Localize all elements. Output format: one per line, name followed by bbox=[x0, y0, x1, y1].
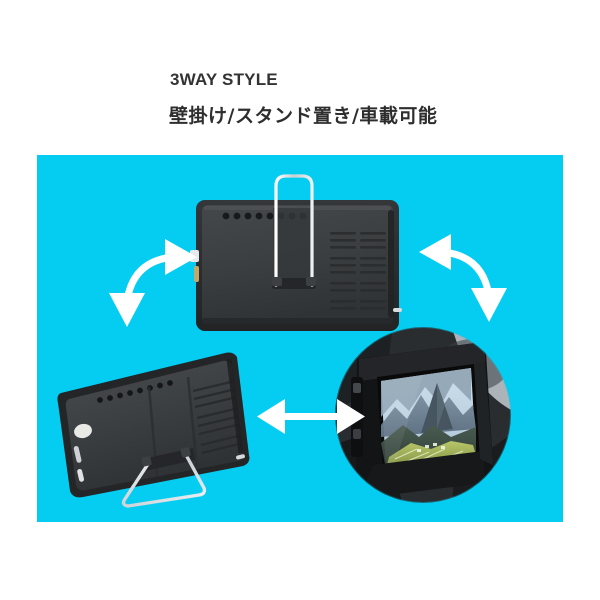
curved-arrow-left-icon bbox=[109, 239, 197, 327]
stand-hinge bbox=[272, 278, 316, 289]
port-slot-1 bbox=[73, 446, 82, 463]
vent-slats bbox=[330, 232, 386, 310]
horizontal-arrow-center-icon bbox=[257, 399, 365, 434]
wire-kickstand bbox=[274, 174, 314, 287]
feature-panel bbox=[37, 155, 563, 522]
speaker-holes bbox=[97, 380, 173, 403]
monitor-rear-body bbox=[65, 360, 244, 491]
wire-kickstand-deployed bbox=[121, 451, 207, 508]
product-top-monitor bbox=[190, 174, 402, 331]
page-title-jp: 壁掛け/スタンド置き/車載可能 bbox=[169, 105, 438, 127]
product-bottom-left-monitor bbox=[57, 352, 250, 508]
curved-arrow-right-icon bbox=[419, 234, 507, 322]
vent-slats bbox=[192, 379, 244, 455]
port-slot-2 bbox=[77, 468, 85, 482]
page-title-en: 3WAY STYLE bbox=[170, 70, 278, 89]
product-bottom-right-car-mount bbox=[334, 326, 512, 504]
power-button bbox=[74, 423, 92, 439]
car-interior-photo bbox=[335, 327, 511, 503]
